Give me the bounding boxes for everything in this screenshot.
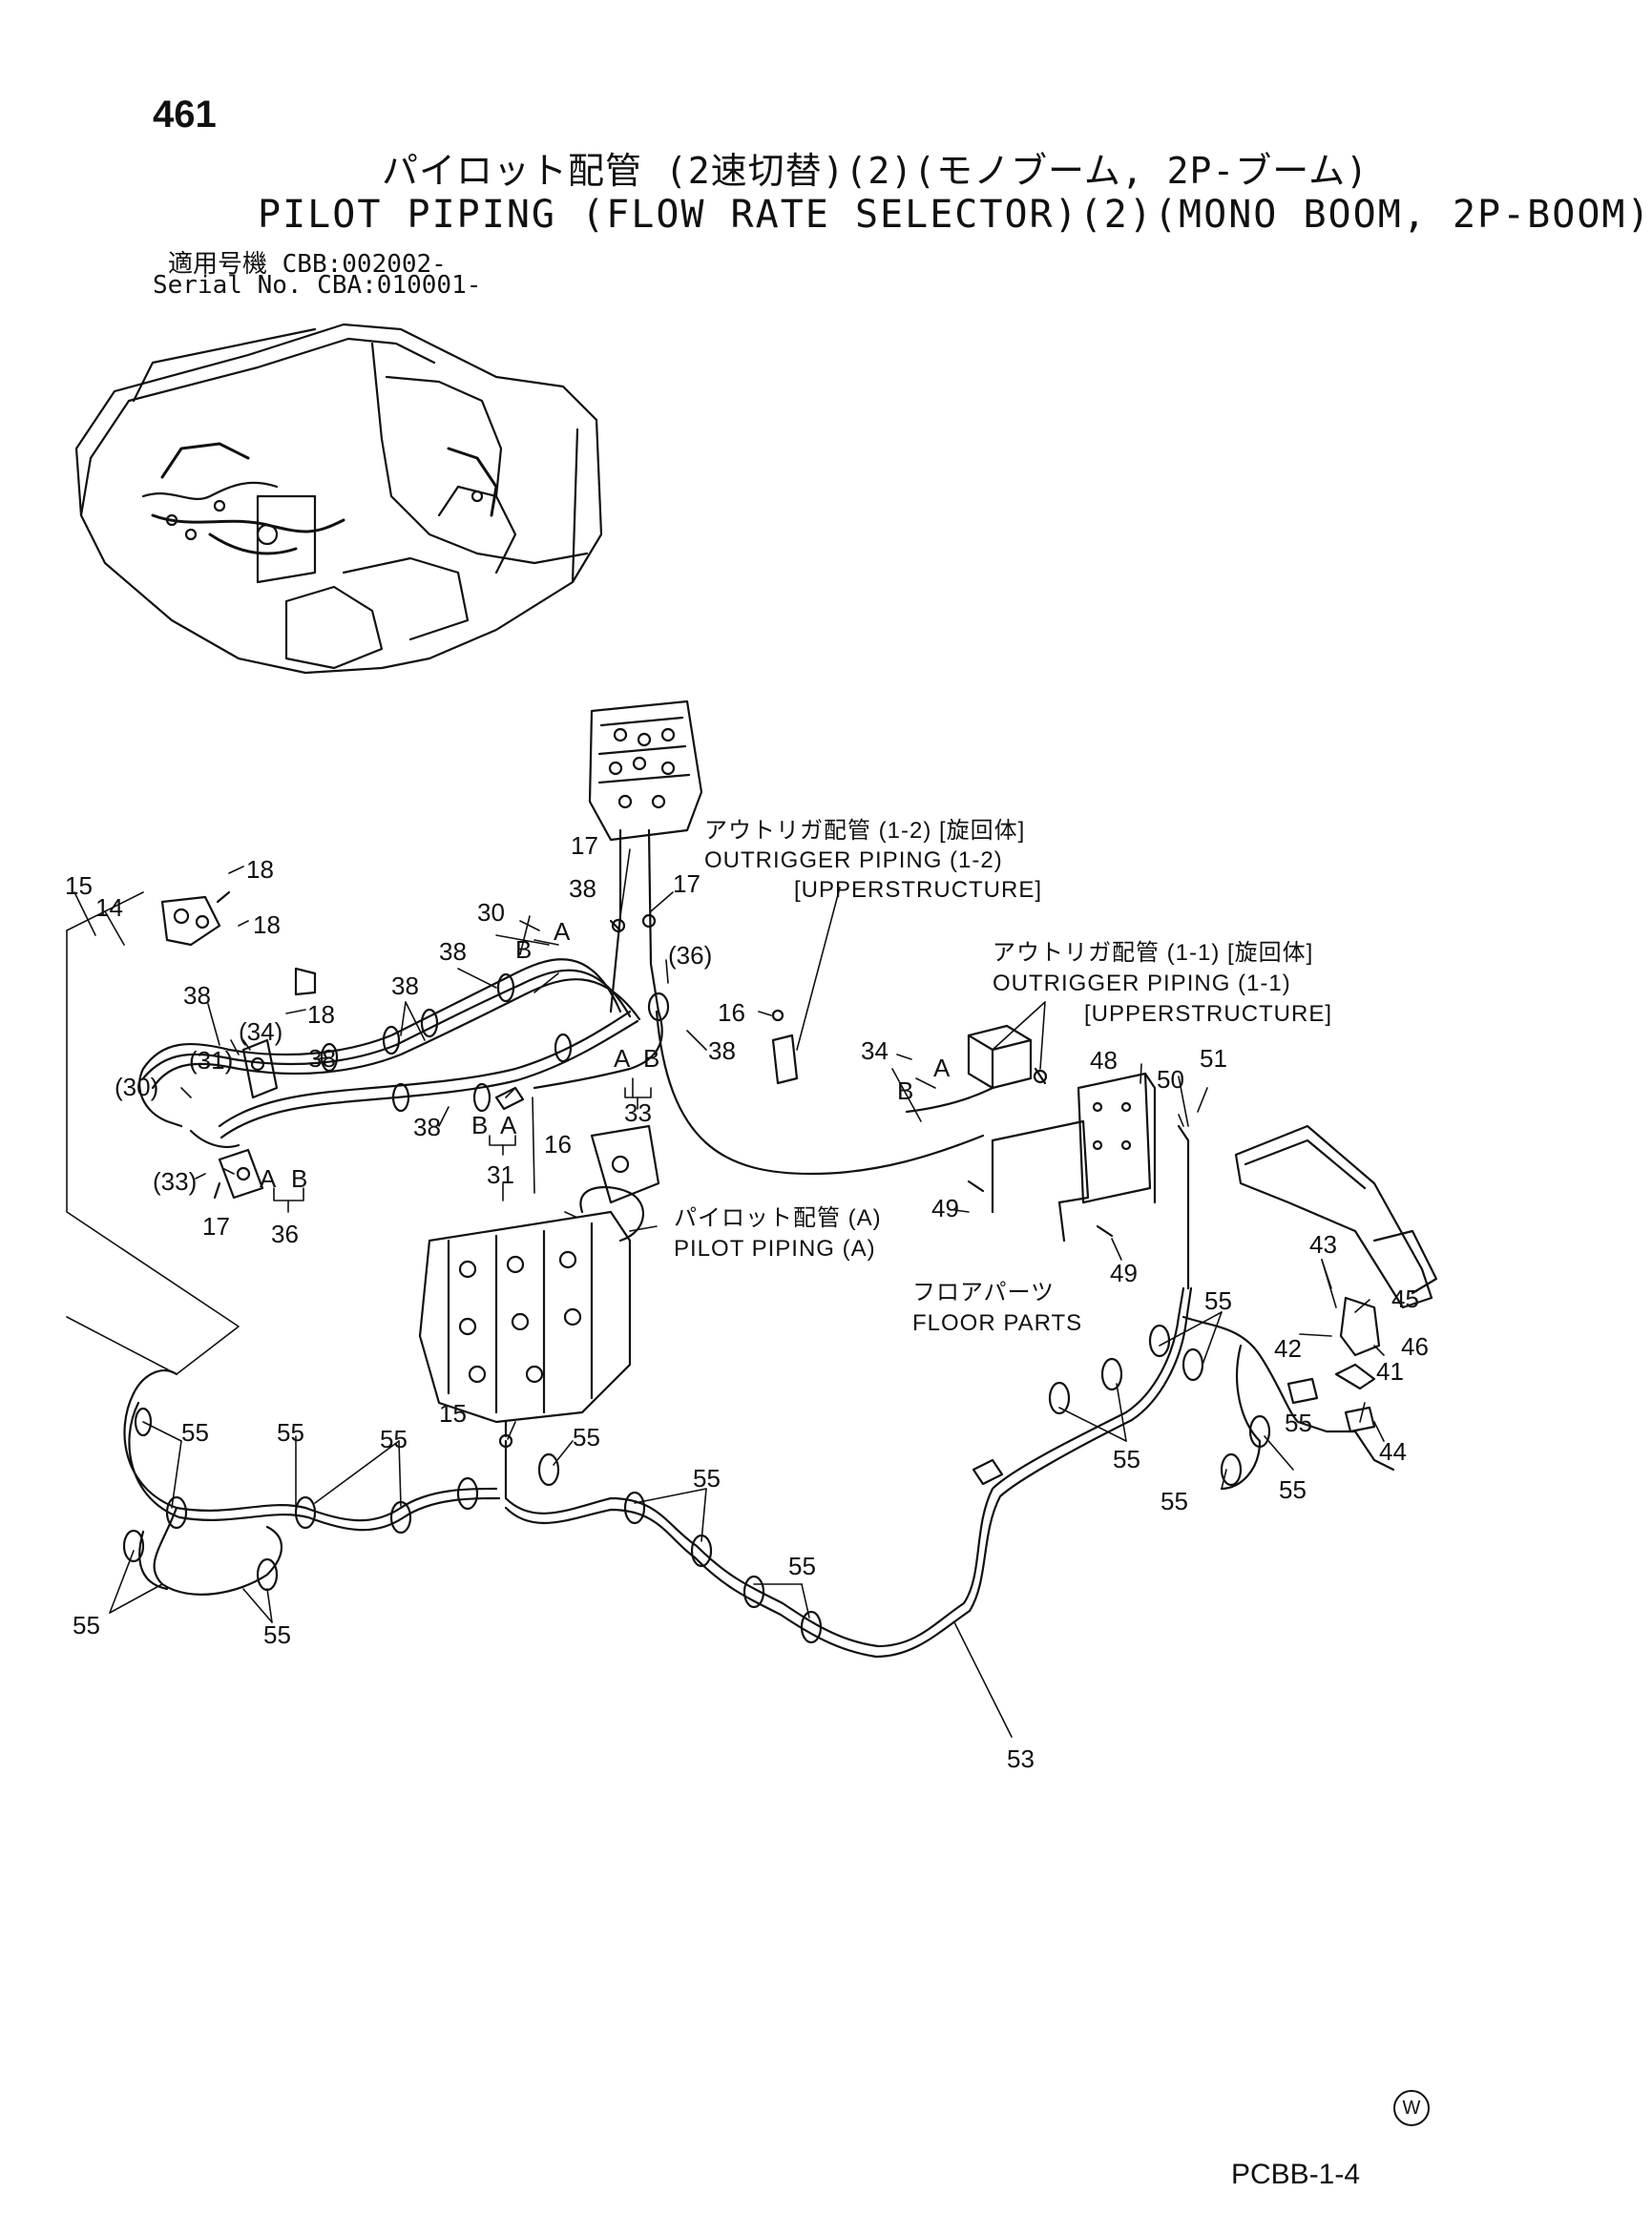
drawing-code: PCBB-1-4 <box>1231 2159 1361 2190</box>
note-outrigger-12-ja: アウトリガ配管 (1-2) [旋回体] <box>704 818 1025 844</box>
callout-36: (36) <box>668 941 712 970</box>
letter-b: B <box>515 935 532 964</box>
console-illustration <box>1234 1124 1438 1390</box>
callout-16: 16 <box>544 1130 572 1159</box>
note-outrigger-11-sub: [UPPERSTRUCTURE] <box>1084 1001 1332 1027</box>
pilot-valve-block-illustration <box>588 700 703 1013</box>
title-japanese: パイロット配管 (2速切替)(2)(モノブーム, 2P-ブーム) <box>382 150 1370 192</box>
callout-50: 50 <box>1157 1065 1184 1094</box>
callout-31: (31) <box>189 1046 233 1075</box>
callout-45: 45 <box>1391 1285 1419 1313</box>
callout-55: 55 <box>73 1611 100 1640</box>
callout-31: 31 <box>487 1160 514 1189</box>
callout-55: 55 <box>693 1464 721 1493</box>
note-outrigger-11-ja: アウトリガ配管 (1-1) [旋回体] <box>993 940 1313 966</box>
callout-15: 15 <box>439 1399 467 1428</box>
letter-a: A <box>500 1111 517 1139</box>
main-hose-53 <box>122 1286 1395 1659</box>
callout-34: 34 <box>861 1036 889 1065</box>
callout-55: 55 <box>263 1620 291 1649</box>
callout-55: 55 <box>277 1418 304 1447</box>
note-outrigger-12-en: OUTRIGGER PIPING (1-2) <box>704 847 1003 873</box>
callout-53: 53 <box>1007 1744 1035 1773</box>
callout-55: 55 <box>181 1418 209 1447</box>
callout-17: 17 <box>673 869 701 898</box>
note-floor-parts-ja: フロアパーツ <box>912 1280 1055 1305</box>
parts-diagram: 15 14 18 18 18 38 (34) (31) (30) (33) 17… <box>65 323 1438 1773</box>
callout-55: 55 <box>788 1552 816 1580</box>
callout-30: 30 <box>477 898 505 927</box>
letter-a: A <box>554 917 571 946</box>
diagram-notes: アウトリガ配管 (1-2) [旋回体] OUTRIGGER PIPING (1-… <box>674 818 1332 1336</box>
note-outrigger-12-sub: [UPPERSTRUCTURE] <box>794 877 1042 903</box>
callout-44: 44 <box>1379 1437 1407 1466</box>
callout-17: 17 <box>571 831 598 860</box>
callout-34: (34) <box>239 1017 282 1046</box>
note-pilot-piping-a-ja: パイロット配管 (A) <box>674 1205 882 1231</box>
callout-15: 15 <box>65 871 93 900</box>
callout-38: 38 <box>708 1036 736 1065</box>
letter-a: A <box>260 1164 277 1193</box>
cab-overview-illustration <box>74 323 603 675</box>
note-outrigger-11-en: OUTRIGGER PIPING (1-1) <box>993 971 1291 996</box>
leader-lines <box>73 848 1385 1738</box>
callout-55: 55 <box>380 1425 408 1453</box>
callout-55: 55 <box>1204 1286 1232 1315</box>
callout-18: 18 <box>253 910 281 939</box>
floor-bracket-illustration <box>967 1072 1190 1290</box>
callout-55: 55 <box>1279 1475 1307 1504</box>
callout-48: 48 <box>1090 1046 1118 1075</box>
callout-38: 38 <box>569 874 596 903</box>
serial-range-japanese: 適用号機 CBB:002002- <box>168 250 447 279</box>
letter-a: A <box>614 1044 631 1073</box>
callout-38: 38 <box>439 937 467 966</box>
letter-b: B <box>643 1044 659 1073</box>
callout-38: 38 <box>391 971 419 1000</box>
title-english: PILOT PIPING (FLOW RATE SELECTOR)(2)(MON… <box>258 193 1652 237</box>
callout-33: 33 <box>624 1098 652 1127</box>
callout-55: 55 <box>1285 1409 1312 1437</box>
letter-b: B <box>897 1076 913 1105</box>
callout-49: 49 <box>931 1194 959 1222</box>
callout-14: 14 <box>95 893 123 922</box>
note-floor-parts-en: FLOOR PARTS <box>912 1310 1082 1336</box>
callout-42: 42 <box>1274 1334 1302 1363</box>
callout-55: 55 <box>1113 1445 1140 1473</box>
callout-38: 38 <box>308 1044 336 1073</box>
page-number: 461 <box>153 94 217 136</box>
callout-38: 38 <box>413 1113 441 1141</box>
callout-41: 41 <box>1376 1357 1404 1386</box>
left-leader-bracket <box>66 891 240 1375</box>
watermark-icon: W <box>1393 2090 1430 2126</box>
callout-49: 49 <box>1110 1259 1138 1287</box>
callout-43: 43 <box>1309 1230 1337 1259</box>
callout-18: 18 <box>307 1000 335 1029</box>
callout-18: 18 <box>246 855 274 884</box>
callout-33: (33) <box>153 1167 197 1196</box>
callout-51: 51 <box>1200 1044 1227 1073</box>
letter-b: B <box>291 1164 307 1193</box>
ab-letters: A B A B A B B A A B <box>260 917 951 1193</box>
callout-17: 17 <box>202 1212 230 1241</box>
serial-range-english: Serial No. CBA:010001- <box>153 271 482 300</box>
outrigger-12-hose <box>655 1009 985 1176</box>
control-valve-illustration <box>418 1124 660 1449</box>
outrigger-11-block <box>905 1024 1048 1114</box>
callout-16: 16 <box>718 998 745 1027</box>
callout-30: (30) <box>115 1073 158 1101</box>
callout-46: 46 <box>1401 1332 1429 1361</box>
note-pilot-piping-a-en: PILOT PIPING (A) <box>674 1236 876 1262</box>
callout-labels: 15 14 18 18 18 38 (34) (31) (30) (33) 17… <box>65 831 1429 1773</box>
pilot-hose-bundle <box>138 890 670 1200</box>
callout-55: 55 <box>573 1423 600 1452</box>
callout-38: 38 <box>183 981 211 1010</box>
callout-55: 55 <box>1161 1487 1188 1515</box>
letter-b: B <box>471 1111 488 1139</box>
callout-36: 36 <box>271 1220 299 1248</box>
letter-a: A <box>933 1054 951 1082</box>
ab-bracket-lines <box>273 920 936 1213</box>
